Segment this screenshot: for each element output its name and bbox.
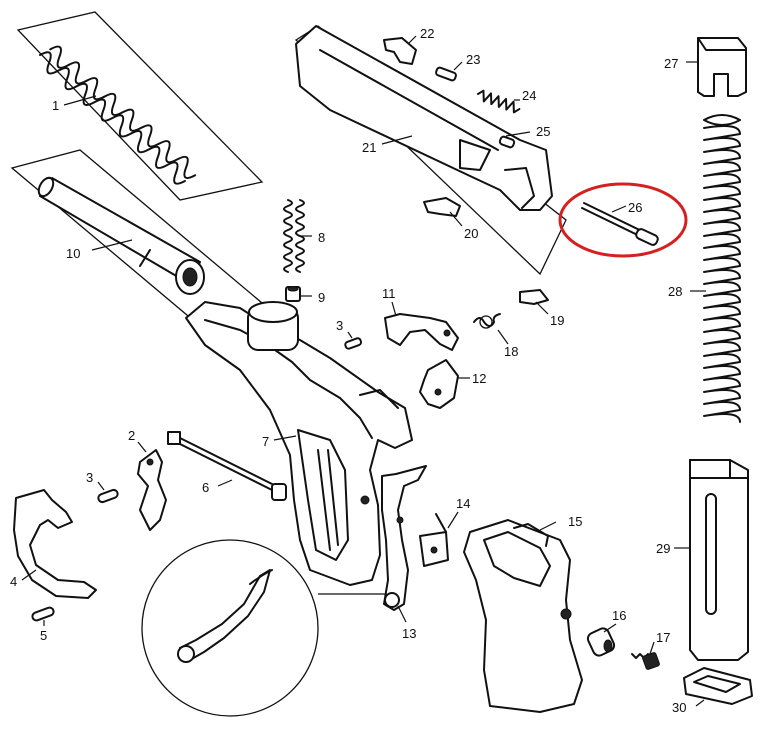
part-12-hammer [419, 359, 459, 409]
part-1-recoil-spring [16, 11, 264, 201]
label-part-4: 4 [10, 574, 17, 589]
label-part-2: 2 [128, 428, 135, 443]
part-10-barrel [10, 149, 270, 327]
part-6-rod [167, 431, 287, 501]
detail-circle [141, 539, 385, 717]
part-15-grip-panel [463, 519, 583, 713]
part-20-extractor [423, 197, 461, 217]
label-part-12: 12 [472, 371, 486, 386]
label-part-1: 1 [52, 98, 59, 113]
part-14-bracket [419, 513, 449, 567]
part-labels: 1 2 3 3 4 5 6 7 8 9 10 11 12 13 14 15 16… [10, 26, 686, 715]
part-3-pin-lower [97, 488, 119, 504]
label-part-13: 13 [402, 626, 416, 641]
label-part-8: 8 [318, 230, 325, 245]
part-3-pin-upper [344, 337, 363, 350]
label-part-5: 5 [40, 628, 47, 643]
label-part-3b: 3 [86, 470, 93, 485]
label-part-15: 15 [568, 514, 582, 529]
highlight-circle [558, 182, 688, 258]
label-part-6: 6 [202, 480, 209, 495]
part-22-clip [383, 37, 417, 65]
part-21-slide [294, 25, 567, 276]
label-part-29: 29 [656, 541, 670, 556]
part-23-pin [435, 66, 457, 82]
label-part-22: 22 [420, 26, 434, 41]
leader-lines [21, 35, 706, 707]
part-2-lever [137, 449, 167, 531]
label-part-28: 28 [668, 284, 682, 299]
label-part-30: 30 [672, 700, 686, 715]
part-13-trigger [381, 465, 427, 611]
part-24-spring [477, 89, 521, 114]
label-part-3a: 3 [336, 318, 343, 333]
label-part-23: 23 [466, 52, 480, 67]
label-part-9: 9 [318, 290, 325, 305]
part-28-magazine-spring [703, 114, 741, 423]
label-part-25: 25 [536, 124, 550, 139]
part-26-firing-pin [581, 202, 659, 246]
label-part-14: 14 [456, 496, 470, 511]
label-part-24: 24 [522, 88, 536, 103]
part-7-frame [185, 301, 413, 586]
part-11-sear [384, 313, 459, 351]
label-part-16: 16 [612, 608, 626, 623]
label-part-20: 20 [464, 226, 478, 241]
part-30-base-plate [683, 667, 753, 705]
label-part-27: 27 [664, 56, 678, 71]
part-27-follower [697, 37, 747, 97]
part-25-pin [498, 135, 516, 149]
label-part-11: 11 [382, 286, 396, 301]
part-5-pin [31, 606, 55, 622]
part-17-screw [631, 652, 660, 670]
label-part-19: 19 [550, 313, 564, 328]
label-part-7: 7 [262, 434, 269, 449]
part-16-nut [586, 627, 616, 657]
label-part-17: 17 [656, 630, 670, 645]
part-18-spring [473, 313, 501, 329]
label-part-21: 21 [362, 140, 376, 155]
part-19-plunger [519, 289, 549, 305]
label-part-10: 10 [66, 246, 80, 261]
label-part-26: 26 [628, 200, 642, 215]
part-29-magazine [689, 459, 749, 661]
part-4-trigger-guard [13, 489, 97, 599]
part-9-bushing [285, 286, 301, 302]
label-part-18: 18 [504, 344, 518, 359]
